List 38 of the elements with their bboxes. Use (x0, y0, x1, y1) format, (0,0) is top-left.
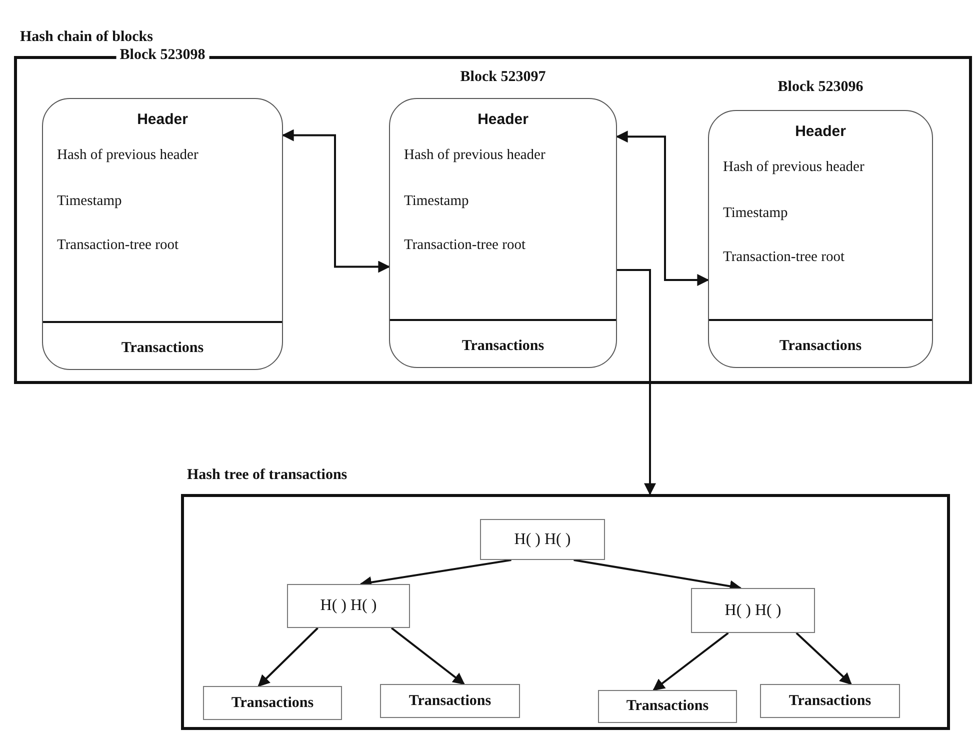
transactions-box (380, 684, 520, 718)
arrow (390, 627, 465, 685)
field-text: Timestamp (404, 193, 469, 210)
arrow (282, 129, 390, 273)
transactions-label: Transactions (408, 692, 492, 710)
header-heading: Header (136, 111, 189, 128)
section-heading: Hash tree of transactions (187, 467, 348, 484)
field-text: Timestamp (57, 193, 122, 210)
hash-box (480, 519, 605, 560)
arrow (796, 632, 852, 685)
field-text: Timestamp (723, 205, 788, 222)
section-heading: Hash chain of blocks (20, 29, 153, 46)
hash-pair-text: H( ) H( ) (514, 530, 571, 548)
field-text: Hash of previous header (57, 147, 198, 164)
header-heading: Header (794, 123, 847, 140)
arrow (652, 632, 729, 691)
field-text: Transaction-tree root (404, 237, 526, 254)
transactions-box (203, 686, 342, 720)
field-text: Hash of previous header (404, 147, 546, 164)
hash-box (287, 584, 410, 628)
transactions-box (760, 684, 900, 718)
arrow (616, 130, 710, 286)
header-heading: Header (476, 111, 530, 128)
hash-pair-text: H( ) H( ) (320, 597, 377, 615)
transactions-heading: Transactions (460, 338, 546, 355)
arrow (617, 269, 656, 496)
hash-pair-text: H( ) H( ) (724, 602, 782, 620)
field-text: Transaction-tree root (723, 249, 844, 266)
hash-box (691, 588, 815, 633)
transactions-label: Transactions (788, 692, 872, 710)
transactions-heading: Transactions (120, 340, 205, 357)
field-text: Hash of previous header (723, 159, 864, 176)
transactions-heading: Transactions (778, 338, 863, 355)
transactions-label: Transactions (626, 698, 709, 715)
arrow (258, 627, 318, 687)
field-text: Transaction-tree root (57, 237, 178, 254)
transactions-box (598, 690, 737, 723)
transactions-label: Transactions (231, 694, 314, 712)
